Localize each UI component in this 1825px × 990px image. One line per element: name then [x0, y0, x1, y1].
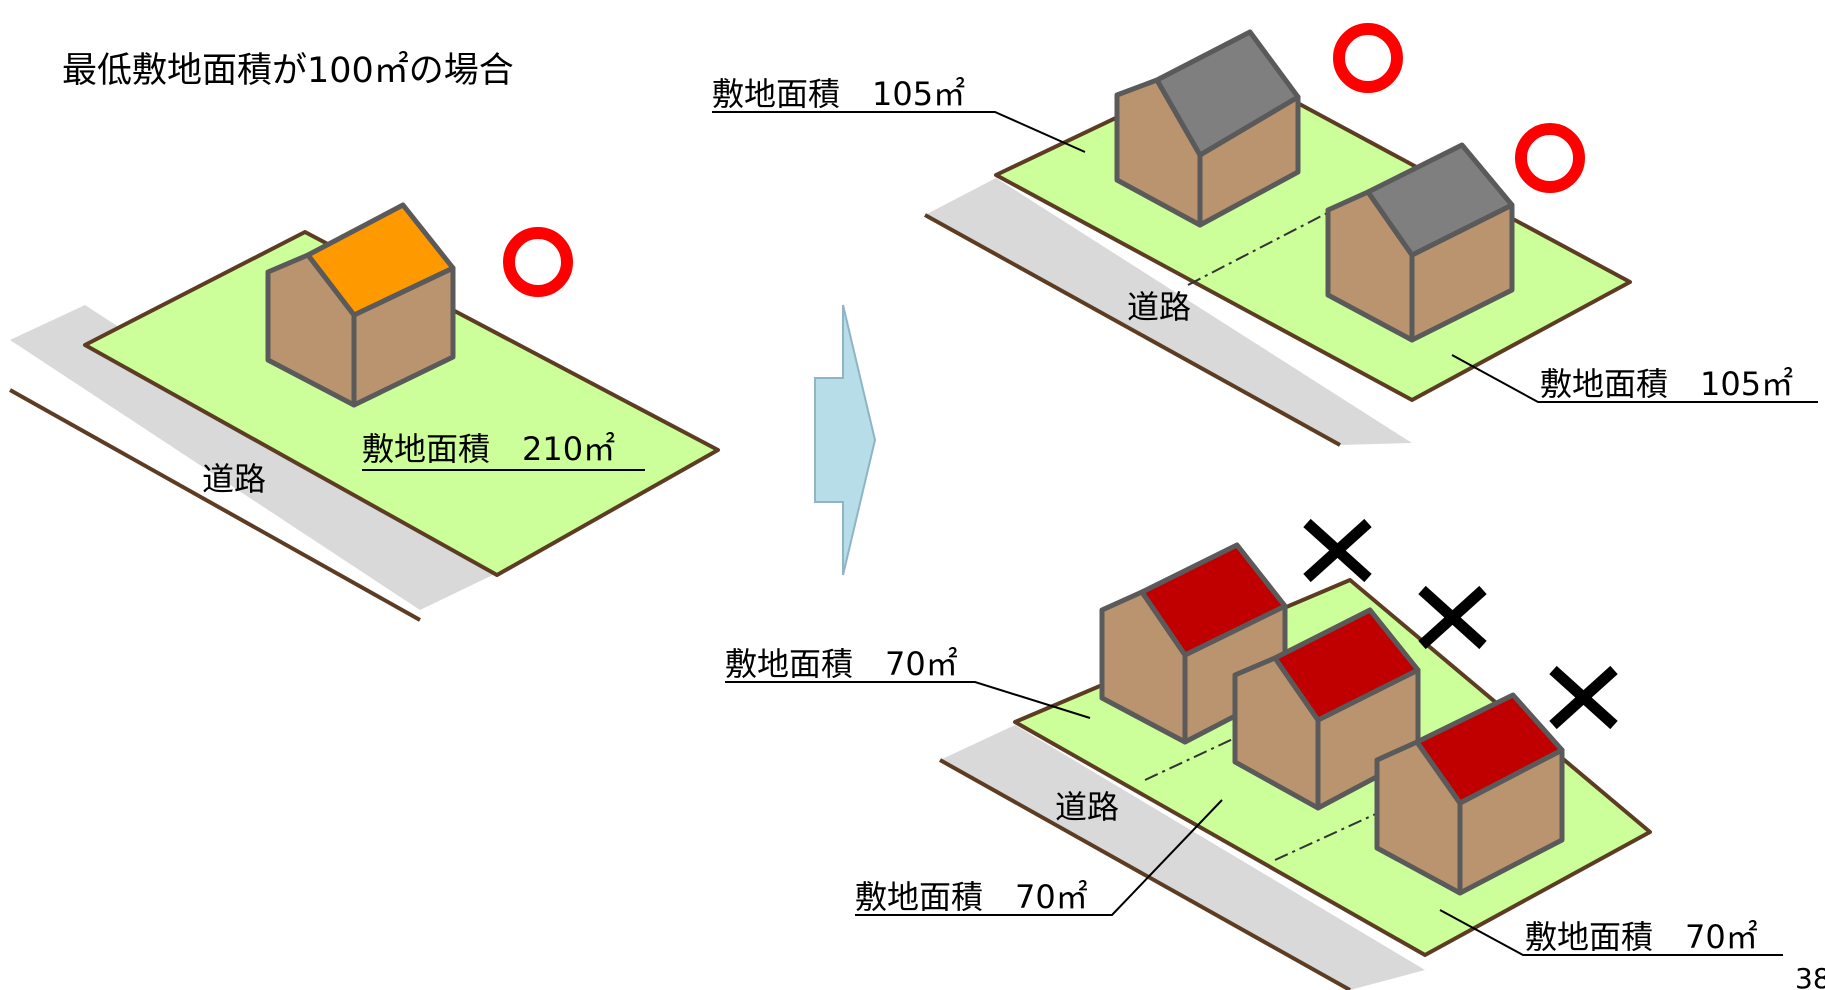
lot-area-label-top-right: 敷地面積 105㎡ [1540, 365, 1793, 403]
roof-orange [305, 202, 456, 318]
road-label: 道路 [202, 460, 266, 498]
original-scene: 道路 敷地面積 210㎡ [9, 202, 720, 622]
lot-boundary-dashed [1144, 737, 1236, 781]
road-edge [9, 388, 421, 622]
split-two-scene: 道路 敷地面積 105㎡ 敷地面積 105㎡ [712, 23, 1818, 447]
lot-area-label-bottom-2: 敷地面積 70㎡ [855, 878, 1088, 916]
lot-area-label-bottom-3: 敷地面積 70㎡ [1525, 918, 1758, 956]
roof-gray [1154, 29, 1301, 158]
lot-area-label-original: 敷地面積 210㎡ [362, 430, 615, 468]
house-right [1325, 142, 1515, 343]
house-middle [1232, 607, 1421, 811]
ok-circle-mark [503, 227, 573, 297]
ok-circle-mark [1333, 23, 1403, 93]
transition-arrow [814, 304, 877, 576]
road-label: 道路 [1127, 288, 1191, 326]
diagram-title: 最低敷地面積が100㎡の場合 [62, 50, 514, 91]
roof-red [1272, 607, 1421, 723]
road-edge [924, 213, 1341, 447]
ng-cross-mark [1549, 665, 1618, 730]
ok-circle-mark [1515, 123, 1585, 193]
road-label: 道路 [1055, 788, 1119, 826]
road [925, 178, 1412, 445]
lot-area-label-top-left: 敷地面積 105㎡ [712, 75, 965, 113]
lot-boundary-dashed [1274, 811, 1381, 861]
lot-area-label-bottom-1: 敷地面積 70㎡ [725, 645, 958, 683]
leader-line [1451, 354, 1818, 403]
leader-line [1439, 909, 1783, 956]
roof-red [1414, 692, 1565, 806]
road-edge [939, 758, 1351, 990]
house-back [1099, 542, 1288, 745]
lot-105-pair [994, 63, 1632, 402]
lot-210 [83, 230, 720, 577]
ng-cross-mark [1418, 585, 1487, 650]
page-number: 38 [1795, 962, 1825, 990]
ng-cross-mark [1303, 518, 1372, 583]
roof-red [1139, 542, 1288, 658]
road [10, 305, 497, 610]
roof-gray [1365, 142, 1515, 258]
house-left [1114, 29, 1301, 228]
house-original [265, 202, 456, 408]
leader-line [855, 799, 1223, 916]
leader-line [712, 111, 1086, 153]
house-front [1374, 692, 1565, 896]
leader-line [725, 681, 1091, 719]
road [940, 725, 1425, 990]
split-three-scene: 道路 敷地面積 70㎡ 敷地面積 70㎡ 敷地面積 70㎡ [725, 518, 1783, 990]
